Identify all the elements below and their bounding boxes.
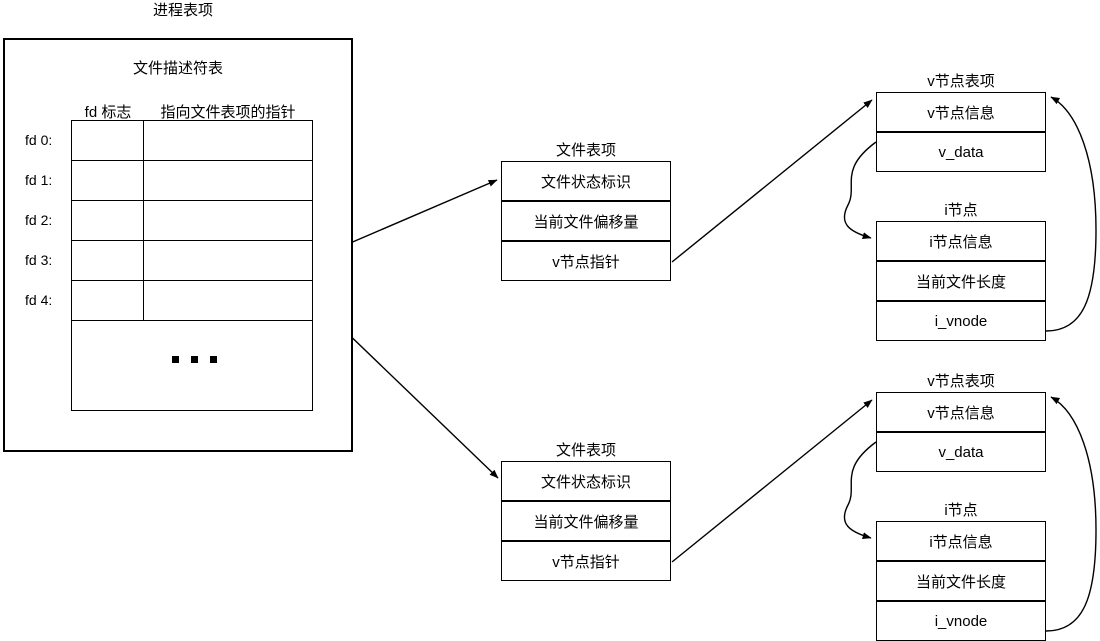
fd-row-label-1: fd 1:	[25, 172, 53, 188]
fd-table-row-separator	[71, 240, 313, 242]
connector-filetable2-to-vnode2	[671, 399, 873, 563]
inode-table-2-row-info: i节点信息	[876, 521, 1046, 561]
fd-row-label-0: fd 0:	[25, 132, 53, 148]
fd-table-row-separator	[71, 320, 313, 322]
vnode-table-2-row-info: v节点信息	[876, 392, 1046, 432]
inode-table-2-caption: i节点	[944, 502, 978, 519]
file-table-1-caption: 文件表项	[555, 142, 616, 159]
fd-table-row-separator	[71, 200, 313, 202]
vnode-table-1-row-info: v节点信息	[876, 92, 1046, 132]
fd-table-ellipsis	[172, 356, 217, 363]
process-table-entry-box	[3, 38, 353, 452]
file-table-2-caption: 文件表项	[555, 442, 616, 459]
file-descriptor-table-title: 文件描述符表	[132, 60, 223, 77]
file-table-2-row-offset: 当前文件偏移量	[501, 501, 671, 541]
fd-table-row-separator	[71, 280, 313, 282]
inode-table-2-row-ivnode: i_vnode	[876, 601, 1046, 641]
connector-ivnode1-to-vnode1	[1045, 96, 1097, 332]
column-header-fd-flag: fd 标志	[84, 104, 132, 121]
connector-ivnode2-to-vnode2	[1045, 396, 1097, 632]
connector-vdata1-to-inode1	[843, 141, 877, 240]
inode-table-1-row-filesize: 当前文件长度	[876, 261, 1046, 301]
connector-filetable1-to-vnode1	[671, 99, 873, 263]
file-table-1-row-offset: 当前文件偏移量	[501, 201, 671, 241]
inode-table-1-row-info: i节点信息	[876, 221, 1046, 261]
inode-table-1-row-ivnode: i_vnode	[876, 301, 1046, 341]
fd-table-column-divider	[143, 120, 145, 320]
vnode-table-2-caption: v节点表项	[927, 373, 995, 390]
file-table-1-row-vnode-pointer: v节点指针	[501, 241, 671, 281]
file-table-2-row-status: 文件状态标识	[501, 461, 671, 501]
vnode-table-1-caption: v节点表项	[927, 73, 995, 90]
fd-row-label-2: fd 2:	[25, 212, 53, 228]
file-table-1-row-status: 文件状态标识	[501, 161, 671, 201]
file-table-2-row-vnode-pointer: v节点指针	[501, 541, 671, 581]
fd-table-outline	[71, 120, 313, 411]
fd-table-row-separator	[71, 160, 313, 162]
process-entry-title: 进程表项	[152, 2, 213, 19]
connector-vdata2-to-inode2	[843, 441, 877, 540]
vnode-table-2-row-vdata: v_data	[876, 432, 1046, 472]
fd-row-label-4: fd 4:	[25, 292, 53, 308]
vnode-table-1-row-vdata: v_data	[876, 132, 1046, 172]
inode-table-1-caption: i节点	[944, 202, 978, 219]
fd-row-label-3: fd 3:	[25, 252, 53, 268]
column-header-file-pointer: 指向文件表项的指针	[160, 104, 296, 121]
inode-table-2-row-filesize: 当前文件长度	[876, 561, 1046, 601]
